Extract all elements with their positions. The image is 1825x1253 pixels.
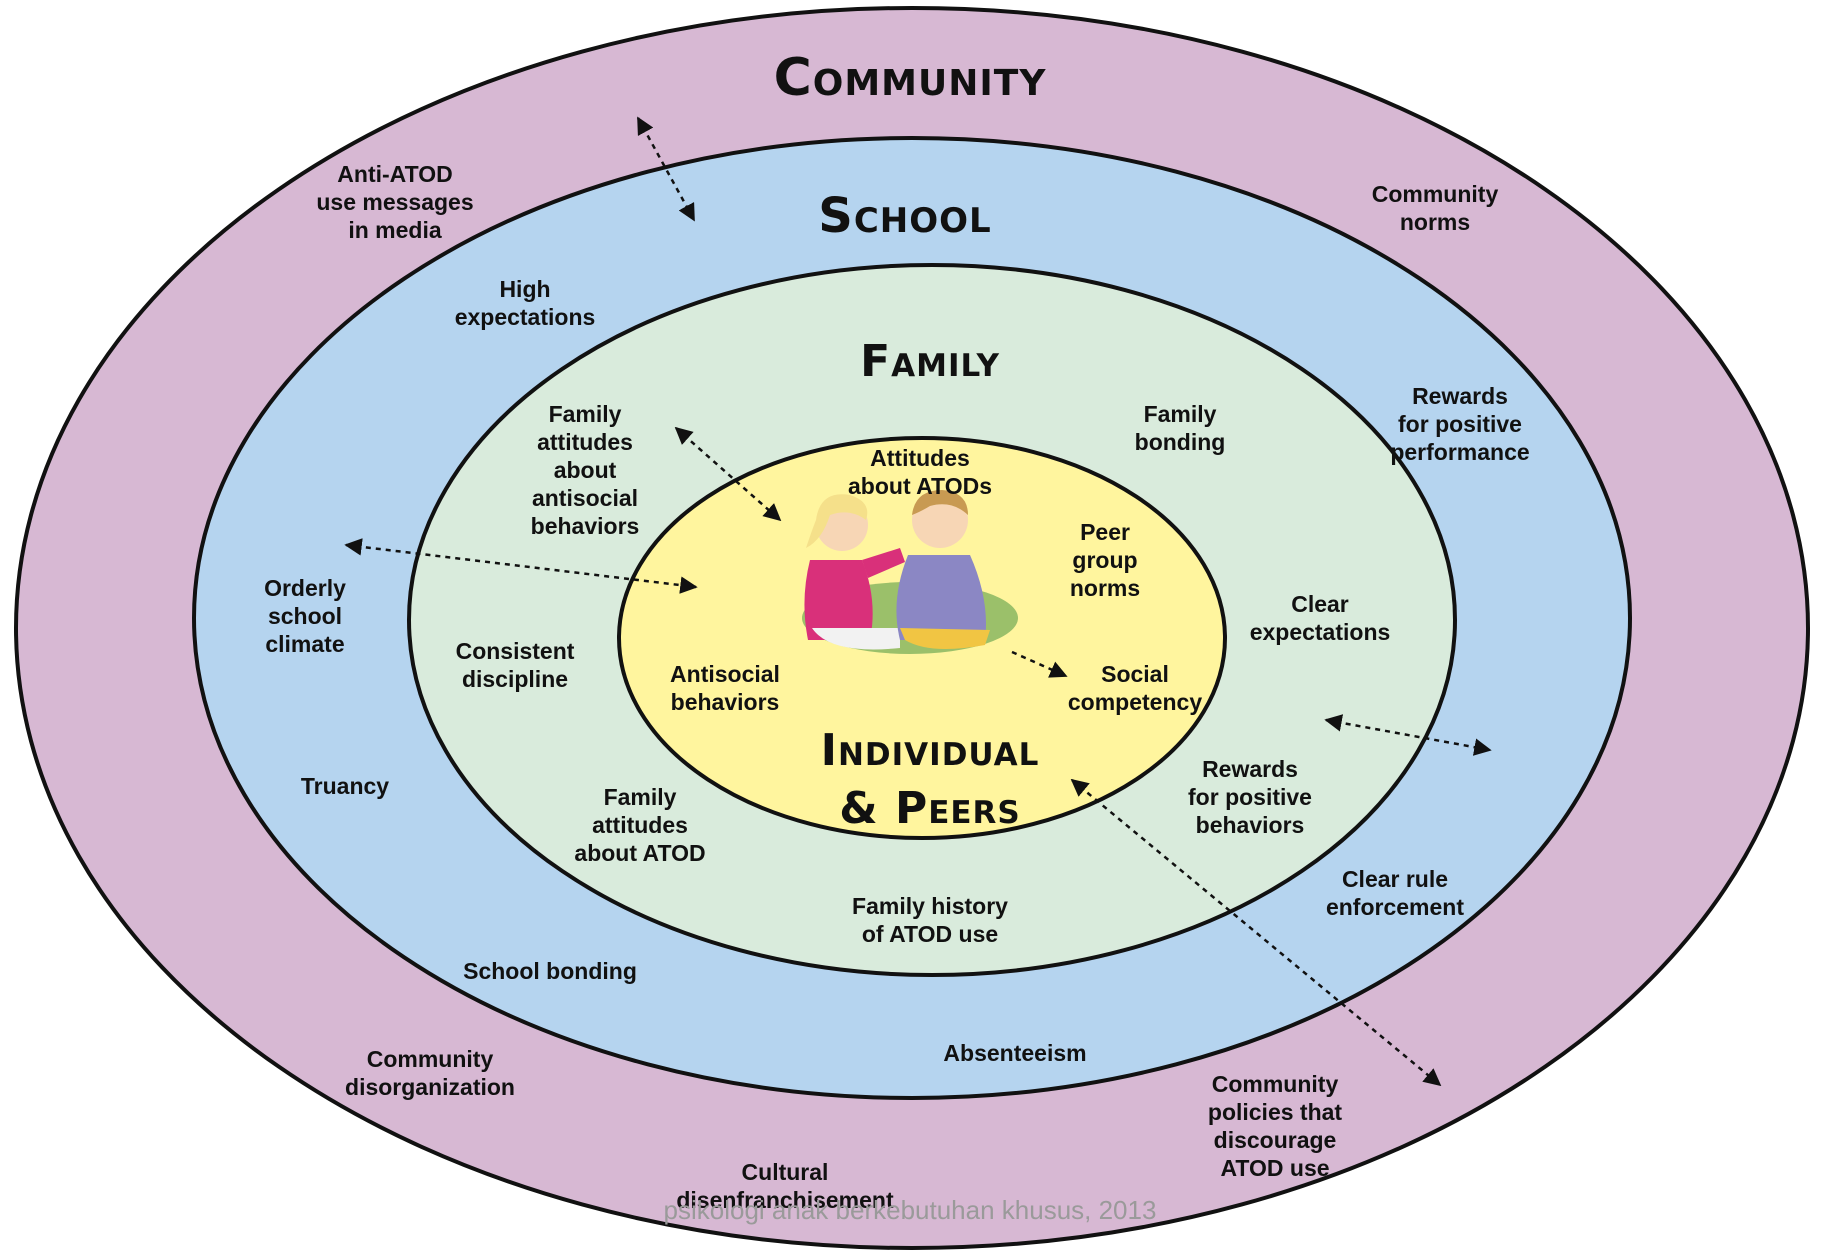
label-clear-expectations: Clear expectations [1249,591,1391,645]
footer-caption: psikologi anak berkebutuhan khusus, 2013 [663,1195,1157,1225]
label-peer-group-norms: Peer group norms [1069,519,1141,601]
community-title: Community [773,48,1047,108]
individual-peers-title: Individual & Peers [820,725,1040,834]
label-community-norms: Community norms [1371,181,1499,235]
label-family-history-atod: Family history of ATOD use [852,893,1008,947]
label-high-expectations: High expectations [454,276,596,330]
label-consistent-discipline: Consistent discipline [455,638,575,692]
label-family-attitudes-antisocial: Family attitudes about antisocial behavi… [530,401,640,539]
label-absenteeism: Absenteeism [943,1040,1087,1066]
label-rewards-positive-behaviors: Rewards for positive behaviors [1188,756,1312,838]
label-orderly-school-climate: Orderly school climate [264,575,346,657]
family-title: Family [860,336,1000,387]
label-school-bonding: School bonding [463,958,637,984]
label-clear-rule-enforcement: Clear rule enforcement [1325,866,1465,920]
children-illustration [802,490,1018,654]
arrow-family-individual [674,426,782,522]
label-rewards-performance: Rewards for positive performance [1390,383,1530,465]
label-cultural-disenfranchisement: Cultural disenfranchisement [676,1159,894,1213]
label-antisocial-behaviors: Antisocial behaviors [670,661,780,715]
label-anti-atod-media: Anti-ATOD use messages in media [316,161,474,243]
label-community-policies: Community policies that discourage ATOD … [1207,1071,1343,1181]
arrow-family-school [1324,714,1492,756]
label-social-competency: Social competency [1067,661,1203,715]
label-attitudes-atods: Attitudes about ATODs [848,445,992,499]
arrow-school-individual [344,538,698,594]
label-truancy: Truancy [300,773,390,799]
school-title: School [818,188,992,244]
label-family-bonding: Family bonding [1134,401,1226,455]
label-community-disorganization: Community disorganization [345,1046,515,1100]
label-family-attitudes-atod: Family attitudes about ATOD [574,784,706,866]
